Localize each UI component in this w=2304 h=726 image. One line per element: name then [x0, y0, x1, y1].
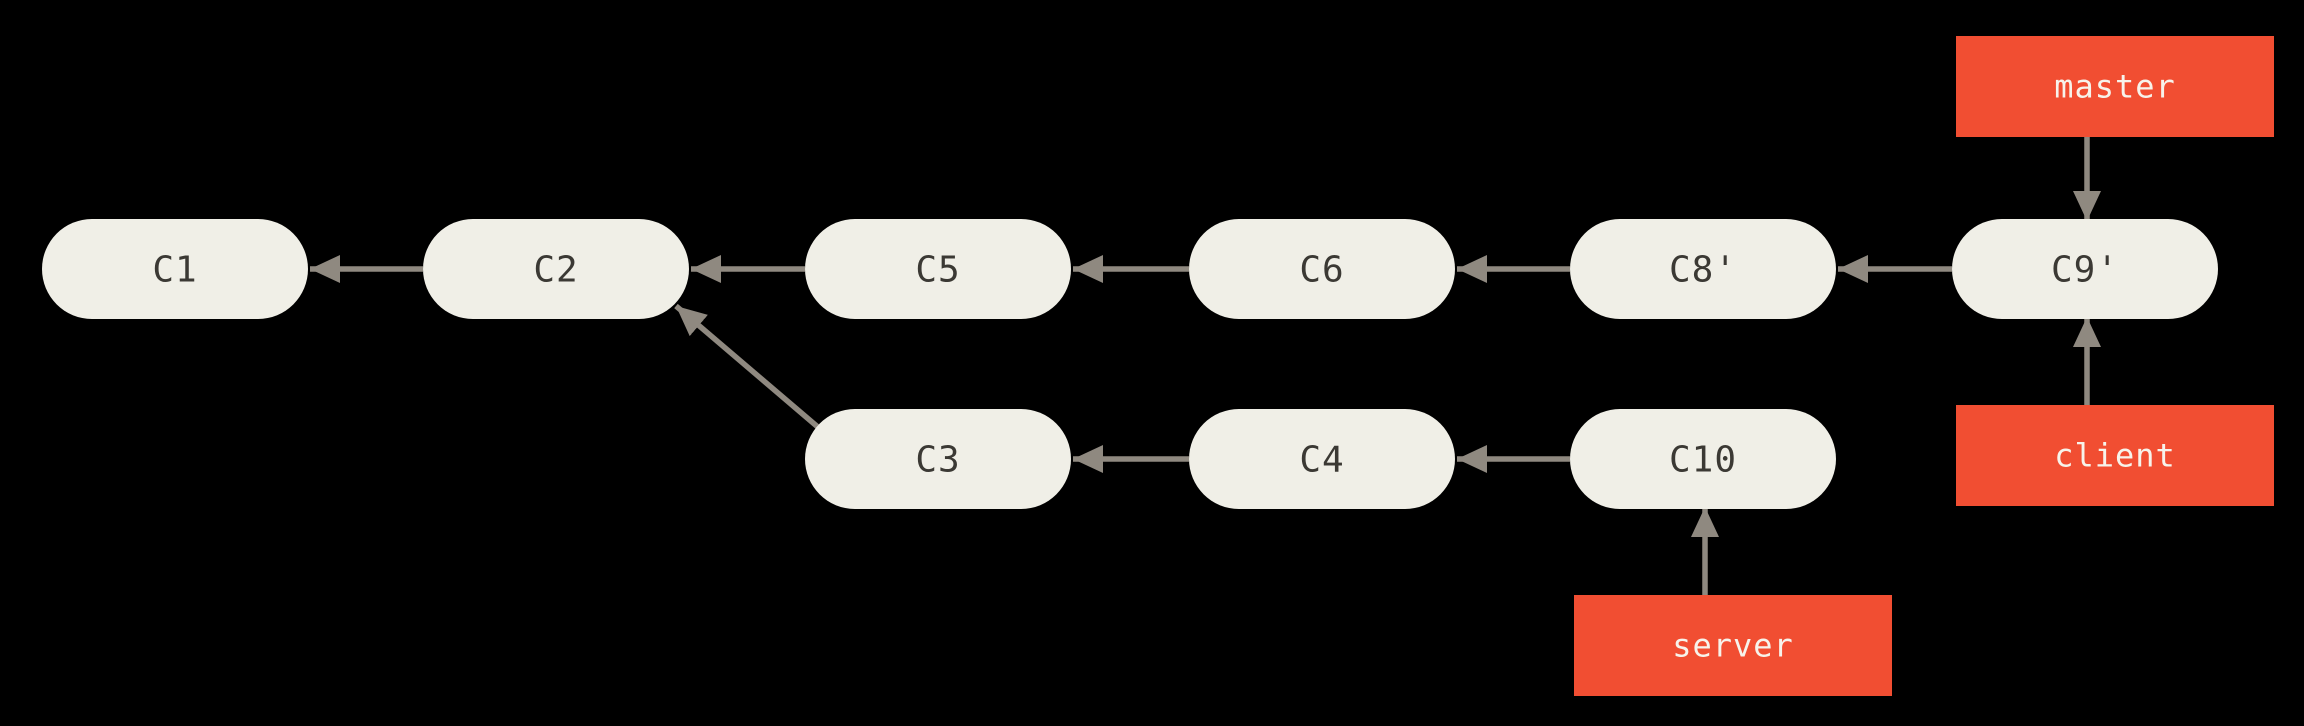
branch-box-server: server — [1574, 595, 1892, 696]
commit-node-C9-prime: C9' — [1952, 219, 2218, 319]
commit-node-C5: C5 — [805, 219, 1071, 319]
commit-label: C4 — [1299, 440, 1344, 481]
edge-arrow-C3-to-C2 — [674, 303, 821, 431]
branch-box-client: client — [1956, 405, 2274, 506]
commit-node-C1: C1 — [42, 219, 308, 319]
commit-node-C10: C10 — [1570, 409, 1836, 509]
commit-label: C10 — [1669, 440, 1737, 481]
commit-label: C6 — [1299, 250, 1344, 291]
commit-label: C1 — [152, 250, 197, 291]
commit-node-C2: C2 — [423, 219, 689, 319]
branch-label: server — [1672, 627, 1794, 665]
branch-label: client — [2054, 437, 2176, 475]
branch-box-master: master — [1956, 36, 2274, 137]
commit-label: C5 — [915, 250, 960, 291]
commit-label: C9' — [2051, 250, 2119, 291]
commit-node-C3: C3 — [805, 409, 1071, 509]
commit-label: C8' — [1669, 250, 1737, 291]
commit-node-C4: C4 — [1189, 409, 1455, 509]
branch-label: master — [2054, 68, 2176, 106]
commit-label: C3 — [915, 440, 960, 481]
commit-node-C8-prime: C8' — [1570, 219, 1836, 319]
commit-node-C6: C6 — [1189, 219, 1455, 319]
commit-label: C2 — [533, 250, 578, 291]
